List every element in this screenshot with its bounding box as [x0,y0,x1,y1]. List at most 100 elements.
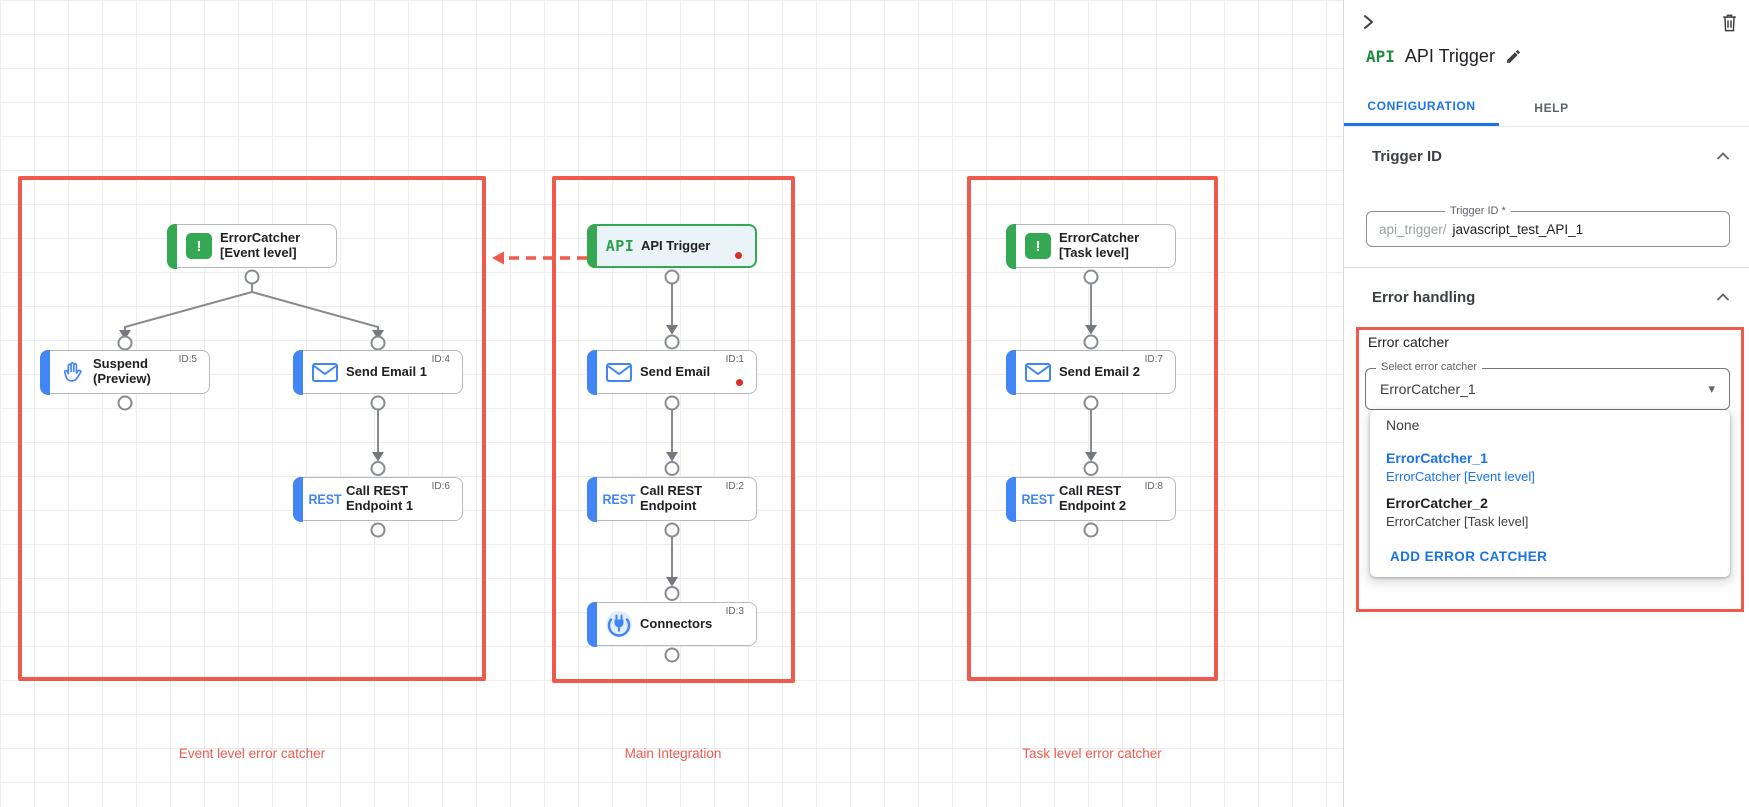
node-color-bar [292,476,303,522]
node-label: Suspend [93,356,148,372]
node-connectors[interactable]: Connectors ID:3 [586,601,757,647]
node-send-email[interactable]: Send Email ID:1 [586,349,757,395]
node-label-line2: (Preview) [93,371,151,386]
node-call-rest-endpoint-2[interactable]: REST Call REST Endpoint 2 ID:8 [1005,476,1176,522]
node-id-badge: ID:6 [431,481,450,492]
option-errorcatcher-1-detail[interactable]: ErrorCatcher [Event level] [1386,469,1535,484]
node-label: Call REST [640,483,703,499]
hand-icon [51,360,93,385]
error-catcher-annotation-box [1356,327,1744,612]
panel-tabs: CONFIGURATION HELP [1344,89,1749,127]
node-color-bar [586,349,597,395]
node-label: API Trigger [641,237,711,253]
tab-help[interactable]: HELP [1534,100,1569,115]
node-label: Send Email [640,363,711,379]
node-call-rest-endpoint[interactable]: REST Call REST Endpoint ID:2 [586,476,757,522]
node-color-bar [166,223,177,269]
collapse-panel-icon[interactable] [1360,12,1376,32]
node-label-line2: Endpoint 1 [346,498,414,513]
trigger-id-value: javascript_test_API_1 [1452,221,1584,237]
node-send-email-2[interactable]: Send Email 2 ID:7 [1005,349,1176,395]
select-value: ErrorCatcher_1 [1380,381,1476,397]
error-catcher-select[interactable]: Select error catcher ErrorCatcher_1 ▾ [1365,361,1730,410]
add-error-catcher-button[interactable]: ADD ERROR CATCHER [1390,549,1548,564]
error-catcher-icon: ! [1025,233,1051,259]
option-errorcatcher-1[interactable]: ErrorCatcher_1 [1386,450,1488,466]
api-icon: API [605,237,635,255]
option-errorcatcher-2[interactable]: ErrorCatcher_2 [1386,495,1488,511]
node-color-bar [1005,476,1016,522]
node-color-bar [586,601,597,647]
collapse-error-handling-icon[interactable] [1715,291,1731,303]
node-id-badge: ID:8 [1144,481,1163,492]
node-label: Call REST [1059,483,1122,499]
node-label: Send Email 2 [1059,363,1140,379]
error-link-arrow [492,251,587,265]
node-label: ErrorCatcher [220,230,301,246]
section-divider [1344,267,1749,268]
error-dot [735,252,742,259]
connectors-icon [598,610,640,638]
node-id-badge: ID:1 [725,354,744,365]
node-color-bar [39,349,50,395]
trigger-id-header: Trigger ID [1372,148,1443,165]
node-send-email-1[interactable]: Send Email 1 ID:4 [292,349,463,395]
rest-icon: REST [1021,491,1055,507]
envelope-icon [1017,362,1059,382]
task-level-group-label: Task level error catcher [1022,746,1162,761]
workflow-canvas[interactable]: Event level error catcher Main Integrati… [0,0,1343,807]
node-api-trigger[interactable]: API API Trigger [587,224,757,268]
error-dot [736,379,743,386]
node-call-rest-endpoint-1[interactable]: REST Call REST Endpoint 1 ID:6 [292,476,463,522]
edit-name-icon[interactable] [1505,48,1522,65]
node-color-bar [1005,349,1016,395]
node-label-line2: Endpoint 2 [1059,498,1127,513]
trigger-id-field-label: Trigger ID * [1445,205,1511,217]
node-label: Call REST [346,483,409,499]
main-integration-group-label: Main Integration [624,746,722,761]
node-id-badge: ID:3 [725,606,744,617]
node-label: Send Email 1 [346,363,427,379]
option-none[interactable]: None [1386,417,1420,433]
collapse-trigger-id-icon[interactable] [1715,150,1731,162]
node-color-bar [586,476,597,522]
config-panel: API API Trigger CONFIGURATION HELP Trigg… [1343,0,1749,807]
option-errorcatcher-2-detail[interactable]: ErrorCatcher [Task level] [1386,514,1529,529]
delete-trigger-icon[interactable] [1720,12,1739,34]
node-id-badge: ID:7 [1144,354,1163,365]
rest-icon: REST [308,491,342,507]
envelope-icon [598,362,640,382]
tab-configuration[interactable]: CONFIGURATION [1344,89,1499,126]
error-catcher-dropdown: None ErrorCatcher_1 ErrorCatcher [Event … [1370,410,1730,577]
panel-title-row: API API Trigger [1366,46,1522,67]
node-label: ErrorCatcher [1059,230,1140,246]
task-level-group-box [967,176,1218,681]
connector-lines [117,251,1099,663]
node-errorcatcher-event[interactable]: ! ErrorCatcher [Event level] [166,223,337,269]
error-handling-header: Error handling [1372,289,1476,306]
node-errorcatcher-task[interactable]: ! ErrorCatcher [Task level] [1005,223,1176,269]
error-catcher-label: Error catcher [1368,334,1449,350]
node-id-badge: ID:5 [178,354,197,365]
event-level-group-box [18,176,486,681]
error-catcher-icon: ! [186,233,212,259]
event-level-group-label: Event level error catcher [178,746,326,761]
rest-icon: REST [602,491,636,507]
node-label-line2: [Task level] [1059,245,1129,260]
node-label-line2: [Event level] [220,245,297,260]
envelope-icon [304,362,346,382]
node-id-badge: ID:2 [725,481,744,492]
node-suspend[interactable]: Suspend (Preview) ID:5 [39,349,210,395]
trigger-id-prefix: api_trigger/ [1379,221,1447,237]
trigger-id-field[interactable]: Trigger ID * api_trigger/ javascript_tes… [1366,205,1730,247]
node-id-badge: ID:4 [431,354,450,365]
panel-title: API Trigger [1404,46,1495,66]
node-color-bar [1005,223,1016,269]
node-color-bar [587,224,597,268]
node-label: Connectors [640,615,713,631]
node-label-line2: Endpoint [640,498,697,513]
api-badge-icon: API [1366,47,1395,66]
dropdown-arrow-icon: ▾ [1708,381,1715,396]
select-label: Select error catcher [1376,361,1482,373]
